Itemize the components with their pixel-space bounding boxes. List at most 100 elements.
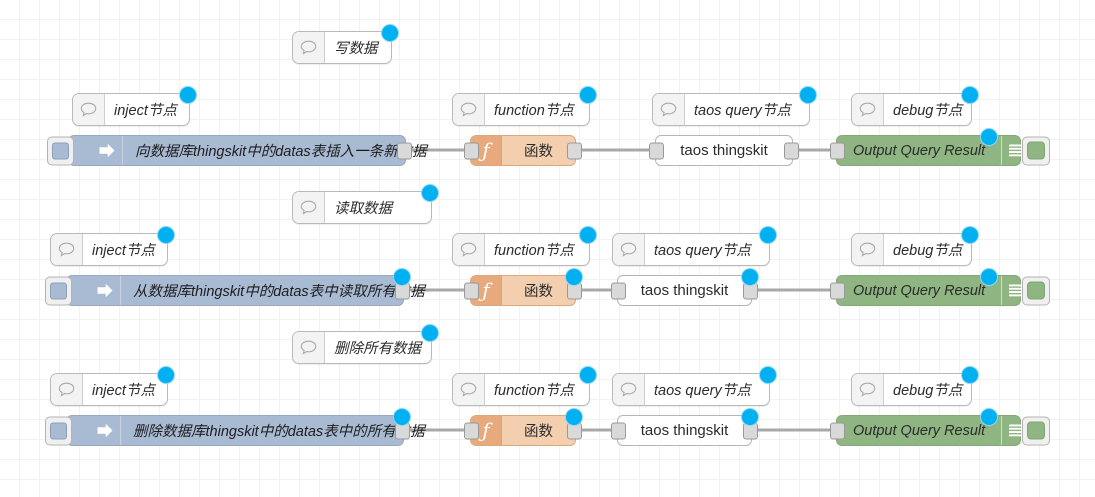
taos-query-node-label: taos thingskit [680,142,768,159]
status-dot [157,366,175,384]
input-port[interactable] [464,142,479,159]
taos-query-node[interactable]: taos thingskit [611,268,759,306]
input-port[interactable] [830,422,845,439]
inject-node-label: 删除数据库thingskit中的datas表中的所有数据 [133,424,425,440]
debug-lines-icon [1001,276,1028,305]
status-dot [421,184,439,202]
speech-bubble-icon [852,374,884,405]
comment-node-section[interactable]: 删除所有数据 [292,324,439,364]
debug-node-label: Output Query Result [853,142,986,159]
status-dot [179,86,197,104]
debug-lines-icon [1001,136,1028,165]
comment-node-label: debug节点 [893,103,963,119]
debug-node[interactable]: Output Query Result [830,408,1050,446]
speech-bubble-icon [453,374,485,405]
input-port[interactable] [464,422,479,439]
input-port[interactable] [611,282,626,299]
comment-node-section[interactable]: 读取数据 [292,184,439,224]
status-dot [393,268,411,286]
input-port[interactable] [464,282,479,299]
comment-node-debug[interactable]: debug节点 [851,86,979,126]
comment-node-inject[interactable]: inject节点 [50,366,175,406]
speech-bubble-icon [852,94,884,125]
status-dot [565,408,583,426]
comment-node-label: inject节点 [92,243,155,259]
function-node[interactable]: ƒ 函数 [464,408,583,446]
taos-query-node[interactable]: taos thingskit [649,135,799,166]
status-dot [961,366,979,384]
comment-node-function[interactable]: function节点 [452,86,597,126]
comment-node-taos[interactable]: taos query节点 [612,366,777,406]
status-dot [741,268,759,286]
comment-node-inject[interactable]: inject节点 [72,86,197,126]
comment-node-label: debug节点 [893,383,963,399]
status-dot [961,226,979,244]
comment-node-section[interactable]: 写数据 [292,24,399,64]
arrow-right-icon [89,276,121,305]
speech-bubble-icon [852,234,884,265]
status-dot [579,366,597,384]
status-dot [799,86,817,104]
speech-bubble-icon [293,32,325,63]
comment-node-label: taos query节点 [654,243,751,259]
function-node[interactable]: ƒ 函数 [464,135,582,166]
output-port[interactable] [567,142,582,159]
debug-node[interactable]: Output Query Result [830,268,1050,306]
input-port[interactable] [611,422,626,439]
comment-node-label: 读取数据 [334,201,392,217]
speech-bubble-icon [293,332,325,363]
comment-node-debug[interactable]: debug节点 [851,366,979,406]
comment-node-label: inject节点 [92,383,155,399]
comment-node-label: debug节点 [893,243,963,259]
debug-enable-toggle[interactable] [1022,416,1050,445]
status-dot [980,408,998,426]
speech-bubble-icon [613,234,645,265]
debug-enable-toggle[interactable] [1022,276,1050,305]
comment-node-label: 删除所有数据 [334,341,421,357]
function-node[interactable]: ƒ 函数 [464,268,583,306]
comment-node-function[interactable]: function节点 [452,366,597,406]
inject-trigger-button[interactable] [45,276,72,305]
status-dot [980,268,998,286]
debug-node[interactable]: Output Query Result [830,128,1050,166]
input-port[interactable] [830,142,845,159]
status-dot [961,86,979,104]
comment-node-taos[interactable]: taos query节点 [612,226,777,266]
arrow-right-icon [91,136,123,165]
comment-node-taos[interactable]: taos query节点 [652,86,817,126]
status-dot [381,24,399,42]
taos-query-node[interactable]: taos thingskit [611,408,759,446]
speech-bubble-icon [293,192,325,223]
status-dot [980,128,998,146]
comment-node-label: function节点 [494,383,574,399]
status-dot [759,366,777,384]
status-dot [421,324,439,342]
inject-node[interactable]: 从数据库thingskit中的datas表中读取所有数据 [45,268,425,306]
comment-node-label: function节点 [494,103,574,119]
speech-bubble-icon [73,94,105,125]
inject-node[interactable]: 向数据库thingskit中的datas表插入一条新数据 [47,135,427,166]
debug-enable-toggle[interactable] [1022,136,1050,165]
status-dot [579,226,597,244]
input-port[interactable] [649,142,664,159]
output-port[interactable] [784,142,799,159]
output-port[interactable] [397,142,412,159]
speech-bubble-icon [51,374,83,405]
comment-node-label: taos query节点 [654,383,751,399]
status-dot [741,408,759,426]
speech-bubble-icon [51,234,83,265]
speech-bubble-icon [453,234,485,265]
inject-trigger-button[interactable] [45,416,72,445]
comment-node-debug[interactable]: debug节点 [851,226,979,266]
speech-bubble-icon [653,94,685,125]
inject-trigger-button[interactable] [47,136,74,165]
comment-node-function[interactable]: function节点 [452,226,597,266]
input-port[interactable] [830,282,845,299]
comment-node-label: taos query节点 [694,103,791,119]
inject-node[interactable]: 删除数据库thingskit中的datas表中的所有数据 [45,408,425,446]
comment-node-inject[interactable]: inject节点 [50,226,175,266]
comment-node-label: 写数据 [334,41,378,57]
inject-node-label: 从数据库thingskit中的datas表中读取所有数据 [133,284,425,300]
